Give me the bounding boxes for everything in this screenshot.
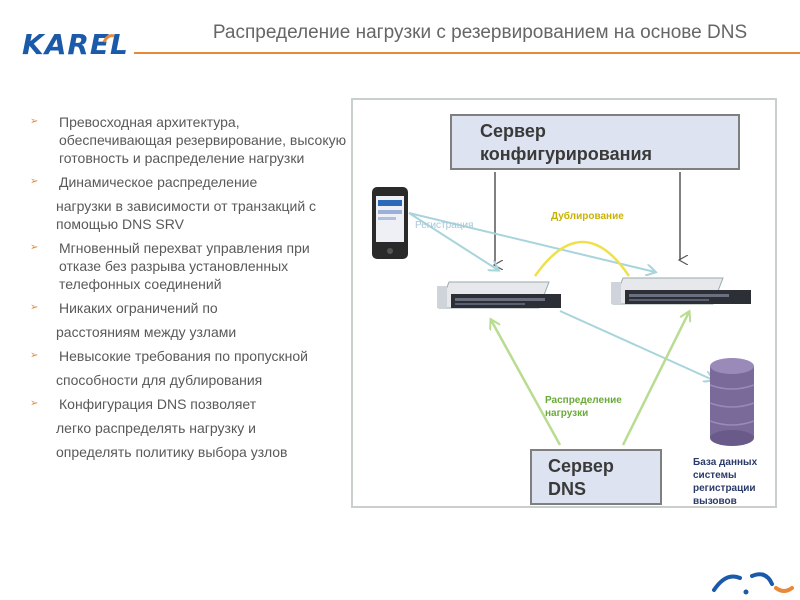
database-arrow: [559, 310, 713, 380]
bullet-continuation: определять политику выбора узлов: [56, 444, 288, 460]
bullet-arrow-icon: ➢: [30, 116, 39, 127]
karel-swirl-icon: [712, 572, 794, 595]
diagram-connectors: [372, 172, 755, 446]
dns-server-label-1: Сервер: [548, 456, 614, 476]
bullet-continuation: расстояниям между узлами: [56, 324, 237, 340]
bullet-arrow-icon: ➢: [30, 302, 39, 313]
server-left-icon: [437, 281, 561, 309]
bullet-continuation: легко распределять нагрузку и: [56, 420, 256, 436]
bullet-arrow-icon: ➢: [30, 350, 39, 361]
bullet-arrow-icon: ➢: [30, 176, 39, 187]
dns-server-box: Сервер DNS: [530, 449, 662, 505]
bullet-list: ➢ Превосходная архитектура, обеспечивающ…: [28, 113, 348, 467]
distribution-label: Распределение нагрузки: [545, 395, 622, 419]
bullet-continuation: нагрузки в зависимости от транзакций с п…: [56, 198, 317, 232]
bullet-item: ➢ Конфигурация DNS позволяет: [30, 396, 257, 412]
config-server-label-1: Сервер: [480, 121, 546, 141]
bullet-continuation: способности для дублирования: [56, 372, 263, 388]
dns-server-label-2: DNS: [548, 479, 587, 499]
bullet-item: ➢ Невысокие требования по пропускной: [30, 348, 308, 364]
server-right-icon: [611, 277, 751, 305]
bullet-arrow-icon: ➢: [30, 242, 39, 253]
logo-swoosh-icon: [102, 34, 115, 43]
bullet-arrow-icon: ➢: [30, 398, 39, 409]
distribution-arrow-left: [491, 320, 562, 446]
duplication-arc: [533, 240, 631, 277]
registration-arrow-2: [408, 212, 655, 272]
bullet-item: ➢ Превосходная архитектура, обеспечивающ…: [30, 114, 347, 166]
config-server-box: Сервер конфигурирования: [450, 114, 740, 170]
slide-title: Распределение нагрузки с резервированием…: [212, 22, 748, 43]
bullet-item: ➢ Никаких ограничений по: [30, 300, 218, 316]
registration-arrow-1: [408, 212, 498, 270]
database-label: База данных системы регистрации вызовов: [693, 457, 758, 507]
registration-label: Регистрация: [415, 220, 474, 231]
distribution-arrow-right: [621, 312, 689, 446]
mobile-phone-icon: [372, 187, 408, 259]
bullet-item: ➢ Мгновенный перехват управления при отк…: [30, 240, 310, 292]
title-divider: [134, 52, 800, 54]
config-server-label-2: конфигурирования: [480, 144, 653, 164]
duplication-label: Дублирование: [551, 211, 624, 222]
karel-logo: KAREL: [22, 28, 129, 61]
database-icon: [709, 358, 755, 446]
bullet-item: ➢ Динамическое распределение: [30, 174, 258, 190]
architecture-diagram: Сервер конфигурирования Сервер DNS Регис…: [351, 98, 777, 508]
